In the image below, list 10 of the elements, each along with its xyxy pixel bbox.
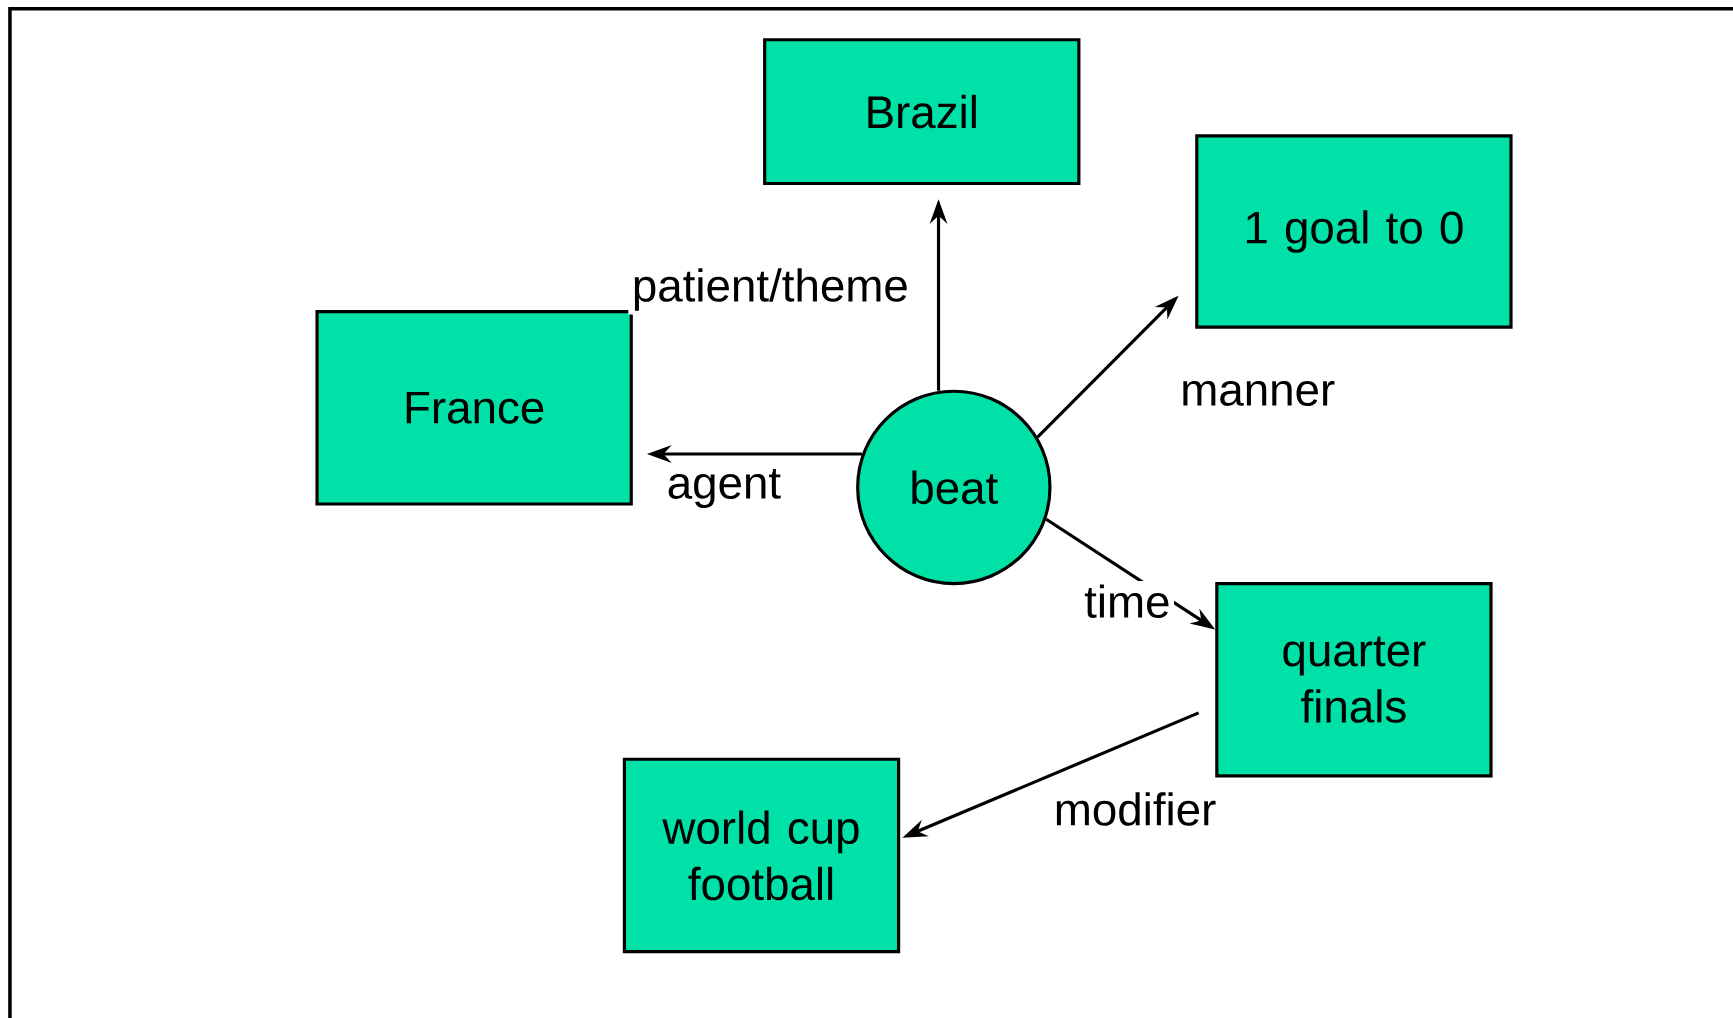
concept-box: 1 goal to 0 xyxy=(1195,134,1513,329)
edge-label: time xyxy=(1080,581,1175,622)
edge-label: manner xyxy=(1176,377,1339,410)
edge-label: patient/theme xyxy=(628,264,913,315)
concept-box: world cup football xyxy=(622,757,901,954)
concept-box: Brazil xyxy=(763,38,1081,186)
concept-box: quarter finals xyxy=(1215,582,1493,778)
edge-label: modifier xyxy=(1050,788,1220,830)
edge-label: agent xyxy=(663,465,785,512)
concept-box: France xyxy=(315,310,633,506)
